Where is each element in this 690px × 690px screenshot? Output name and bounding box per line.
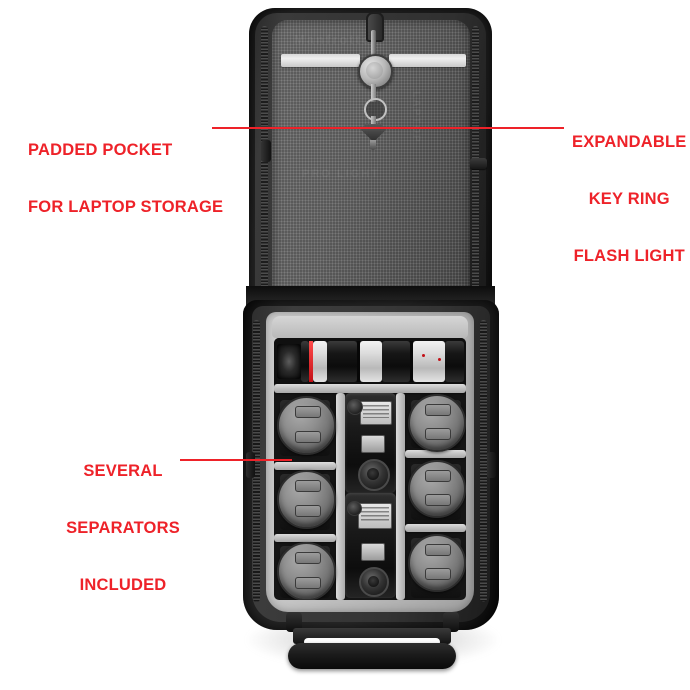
leader-line-separators [180,459,292,461]
camera-mode-dial [347,399,363,415]
padded-liner-lip [272,316,468,338]
lens-cap-tab [295,431,321,443]
lens-cap [277,396,336,455]
laptop-retention-strap-left [281,54,360,67]
camera-mount-throat [367,468,379,480]
divider-horizontal-left-2 [274,534,336,542]
divider-horizontal-right-2 [405,524,466,532]
lens-cap [277,470,336,529]
lens-index-dot [422,354,425,357]
callout-separators: SEVERAL SEPARATORS INCLUDED [48,424,198,633]
handle-anchor-left [286,612,302,632]
key-ring-stem-upper [371,84,376,102]
camera-body [345,493,396,598]
carry-handle-pad [288,643,456,669]
lens-barrel-segment [382,341,410,382]
lens-cap-tab [425,404,451,416]
divider-horizontal-top [274,384,466,393]
callout-key-ring-line2: KEY RING [588,190,670,208]
camera-body [345,393,396,493]
lens-cap [408,460,466,518]
divider-vertical-left [336,393,345,600]
lens-cap-tab [425,568,451,580]
lens-joint-ring [410,341,413,382]
retractable-reel-hub [366,62,383,79]
lens-barrel-segment [327,341,357,382]
lens-barrel-segment [413,341,445,382]
lens-cap-tab [295,406,321,418]
carry-handle-gap [304,638,440,646]
lens-cap-tab [295,577,321,589]
lens-red-ring [309,341,313,382]
lens-cap-tab [295,505,321,517]
camera-badge [361,543,385,561]
camera-lens-mount [359,567,389,597]
leader-line-padded-pocket [212,127,372,129]
body-zipper-left [253,320,260,602]
flap-tab-left [261,140,271,162]
side-tab-right [487,452,496,478]
divider-vertical-right [396,393,405,600]
lens-cap-tab [425,470,451,482]
gear-compartment [274,338,466,600]
handle-anchor-right [443,612,459,632]
callout-separators-line1: SEVERAL [83,462,163,480]
lens-cap [408,534,466,592]
camera-top-lcd [358,503,392,529]
lens-cap [408,394,466,452]
flap-buckle-right [470,158,487,169]
camera-lcd-readout [361,507,389,522]
lens-front-element [277,344,301,379]
camera-mount-throat [368,576,379,587]
flash-light-tip [370,140,376,150]
callout-key-ring: EXPANDABLE KEY RING FLASH LIGHT [572,95,686,304]
lens-cap-tab [425,494,451,506]
callout-padded-pocket: PADDED POCKET FOR LAPTOP STORAGE [28,103,223,255]
lens-barrel-segment [313,341,327,382]
divider-horizontal-right-1 [405,450,466,458]
flap-zipper-left [261,26,268,298]
lens-joint-ring [357,341,360,382]
lens-cap-tab [295,552,321,564]
lens-row-top [274,338,466,384]
side-tab-left [246,452,255,478]
lens-barrel-segment [301,341,309,382]
camera-top-lcd [360,401,392,425]
leader-line-key-ring [372,127,564,129]
callout-separators-line3: INCLUDED [79,576,167,594]
callout-padded-pocket-line1: PADDED POCKET [28,141,173,159]
lens-cap-tab [295,480,321,492]
body-zipper-right [480,320,487,602]
camera-badge [361,435,385,453]
divider-horizontal-left-1 [274,462,336,470]
callout-padded-pocket-line2: FOR LAPTOP STORAGE [28,198,224,216]
callout-key-ring-line1: EXPANDABLE [572,133,687,151]
callout-separators-line2: SEPARATORS [66,519,180,537]
key-ring-stem-lower [371,116,376,128]
callout-key-ring-line3: FLASH LIGHT [573,247,685,265]
lens-index-dot [438,358,441,361]
lens-barrel-segment [360,341,382,382]
camera-mode-dial [347,501,362,516]
lens-cap-tab [425,428,451,440]
camera-lcd-readout [363,405,389,419]
lens-cap [277,542,336,600]
lens-cap-tab [425,544,451,556]
camera-lens-mount [358,459,390,491]
lens-barrel-segment [445,341,464,382]
key-ring-cord [371,30,376,60]
laptop-retention-strap-right [389,54,466,67]
